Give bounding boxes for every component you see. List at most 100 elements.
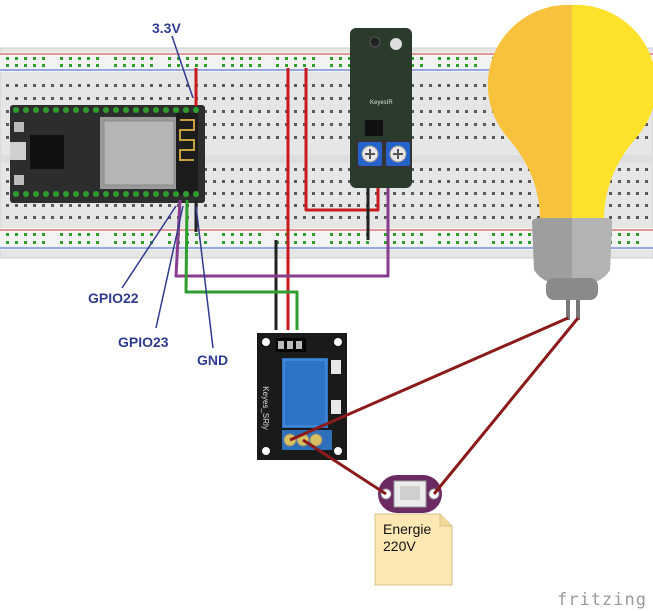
energy-note [374,513,453,586]
breadboard-hole [456,136,459,139]
breadboard-hole [312,216,315,219]
breadboard-hole [645,168,648,171]
breadboard-hole [150,97,153,100]
breadboard-hole [249,180,252,183]
breadboard-hole [420,97,423,100]
breadboard-hole [177,84,180,87]
breadboard-hole [96,97,99,100]
breadboard-hole [186,57,189,60]
esp32-pin [83,107,89,113]
wire-dark-relay-conn [302,438,387,496]
breadboard-hole [330,97,333,100]
breadboard-hole [447,64,450,67]
breadboard-hole [618,204,621,207]
breadboard-hole [249,168,252,171]
breadboard-hole [132,233,135,236]
breadboard-hole [339,168,342,171]
breadboard-hole [168,57,171,60]
breadboard-hole [474,123,477,126]
breadboard-hole [267,180,270,183]
breadboard-hole [447,180,450,183]
esp32-pin [103,191,109,197]
breadboard-hole [249,216,252,219]
breadboard-hole [222,123,225,126]
breadboard-hole [42,204,45,207]
breadboard-hole [69,241,72,244]
breadboard-hole [339,204,342,207]
breadboard-hole [159,84,162,87]
breadboard-hole [501,192,504,195]
breadboard-hole [6,123,9,126]
breadboard-hole [222,180,225,183]
breadboard-hole [528,204,531,207]
breadboard-hole [123,204,126,207]
energy-line-2: 220V [383,538,416,554]
breadboard-hole [258,110,261,113]
breadboard-hole [465,57,468,60]
breadboard-hole [483,110,486,113]
breadboard-hole [519,204,522,207]
breadboard-hole [339,123,342,126]
breadboard-hole [411,64,414,67]
energy-note-text: Energie 220V [383,521,431,555]
breadboard-hole [240,123,243,126]
esp32-pin [13,191,19,197]
breadboard-hole [6,233,9,236]
breadboard-hole [96,84,99,87]
breadboard-hole [510,216,513,219]
breadboard-hole [231,84,234,87]
breadboard-hole [15,97,18,100]
breadboard-hole [384,192,387,195]
breadboard-hole [204,168,207,171]
breadboard-hole [429,168,432,171]
breadboard-hole [627,216,630,219]
breadboard-hole [303,216,306,219]
breadboard-hole [276,180,279,183]
breadboard-hole [24,216,27,219]
breadboard-hole [438,64,441,67]
breadboard-hole [438,204,441,207]
breadboard-hole [114,216,117,219]
breadboard-hole [330,110,333,113]
breadboard-hole [78,97,81,100]
breadboard-hole [438,180,441,183]
esp32-pin [173,107,179,113]
breadboard-hole [24,204,27,207]
breadboard-hole [132,84,135,87]
breadboard-hole [204,241,207,244]
breadboard-hole [420,216,423,219]
breadboard-hole [15,64,18,67]
breadboard-hole [321,168,324,171]
breadboard-hole [627,168,630,171]
breadboard-hole [627,241,630,244]
breadboard-hole [222,192,225,195]
breadboard-hole [636,204,639,207]
breadboard-hole [618,180,621,183]
breadboard-hole [456,57,459,60]
breadboard-hole [501,233,504,236]
breadboard-hole [384,204,387,207]
energy-line-1: Energie [383,521,432,537]
breadboard-hole [240,168,243,171]
breadboard-hole [402,204,405,207]
breadboard-hole [339,180,342,183]
breadboard-hole [447,168,450,171]
breadboard-hole [294,57,297,60]
breadboard-hole [42,216,45,219]
breadboard-hole [303,57,306,60]
breadboard-hole [204,204,207,207]
breadboard-hole [33,204,36,207]
breadboard-hole [375,216,378,219]
breadboard-hole [258,57,261,60]
breadboard-hole [231,216,234,219]
breadboard-hole [231,233,234,236]
breadboard-hole [438,136,441,139]
breadboard-hole [231,97,234,100]
breadboard-hole [312,84,315,87]
breadboard-hole [366,241,369,244]
breadboard-hole [258,168,261,171]
breadboard-hole [168,204,171,207]
breadboard-hole [78,204,81,207]
breadboard-hole [456,180,459,183]
breadboard-hole [240,204,243,207]
